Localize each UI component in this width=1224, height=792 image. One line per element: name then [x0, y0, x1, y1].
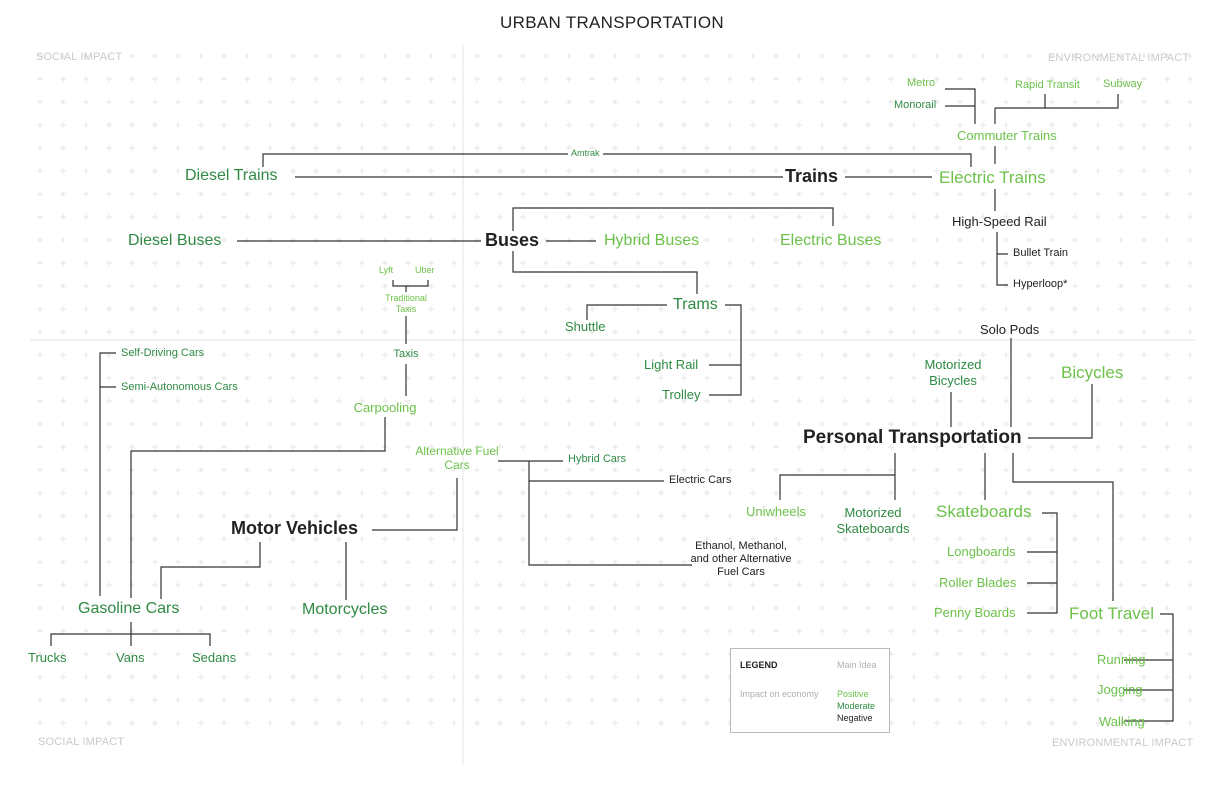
link-personal-foot [1012, 453, 1114, 601]
node-roller-blades: Roller Blades [939, 575, 1017, 590]
quadrant-label-environmental-top: ENVIRONMENTAL IMPACT [1048, 52, 1190, 64]
link-self-driving [99, 352, 116, 596]
node-personal-transportation: Personal Transportation [803, 427, 1022, 448]
node-trams: Trams [673, 296, 718, 313]
node-gasoline-cars: Gasoline Cars [78, 600, 180, 617]
diagram-title: URBAN TRANSPORTATION [500, 13, 724, 32]
node-ethanol-methanol-cars: Ethanol, Methanol, and other Alternative… [690, 540, 792, 579]
link-lyft-uber [392, 280, 429, 292]
node-lyft: Lyft [379, 265, 394, 275]
node-motorized-bicycles: Motorized Bicycles [924, 357, 982, 388]
quadrant-label-environmental-bottom: ENVIRONMENTAL IMPACT [1052, 737, 1194, 749]
node-hyperloop: Hyperloop* [1013, 278, 1068, 290]
node-traditional-taxis: Traditional Taxis [385, 293, 427, 314]
link-personal-uniwheels-mskate [779, 453, 896, 500]
node-motor-vehicles: Motor Vehicles [231, 518, 359, 538]
link-electric-buses [512, 207, 834, 231]
node-shuttle: Shuttle [565, 319, 606, 334]
link-carpooling-gasoline [130, 417, 386, 598]
link-foot-types [1124, 613, 1174, 722]
node-motorcycles: Motorcycles [302, 601, 388, 618]
node-hybrid-cars: Hybrid Cars [568, 453, 627, 465]
node-sedans: Sedans [192, 650, 237, 665]
node-running: Running [1097, 652, 1146, 667]
link-amtrak [262, 153, 972, 167]
node-light-rail: Light Rail [644, 357, 699, 372]
quadrant-label-social-top: SOCIAL IMPACT [36, 51, 123, 63]
node-jogging: Jogging [1097, 682, 1143, 697]
link-alt-fuel-cars [498, 460, 692, 566]
node-amtrak: Amtrak [568, 149, 603, 158]
node-longboards: Longboards [947, 544, 1016, 559]
node-monorail: Monorail [894, 99, 937, 111]
node-electric-cars: Electric Cars [669, 474, 732, 486]
node-rapid-transit: Rapid Transit [1015, 79, 1080, 91]
legend-negative: Negative [837, 713, 873, 723]
node-solo-pods: Solo Pods [980, 322, 1040, 337]
node-semi-autonomous-cars: Semi-Autonomous Cars [121, 381, 238, 393]
node-walking: Walking [1099, 714, 1145, 729]
node-commuter-trains: Commuter Trains [957, 128, 1057, 143]
link-buses-trams [512, 251, 698, 294]
node-uniwheels: Uniwheels [746, 504, 806, 519]
node-skateboards: Skateboards [936, 502, 1032, 521]
link-motor-alt-fuel [372, 478, 458, 531]
node-trolley: Trolley [662, 387, 701, 402]
node-carpooling: Carpooling [353, 400, 417, 415]
link-highspeed-bullet-hyperloop [996, 232, 1008, 286]
node-foot-travel: Foot Travel [1069, 604, 1155, 623]
node-motorized-skateboards: Motorized Skateboards [836, 505, 910, 536]
node-uber: Uber [415, 265, 435, 275]
node-electric-buses: Electric Buses [780, 232, 882, 249]
quadrant-label-social-bottom: SOCIAL IMPACT [38, 736, 125, 748]
node-taxis: Taxis [393, 348, 419, 360]
node-electric-trains: Electric Trains [939, 168, 1046, 187]
node-trucks: Trucks [28, 650, 67, 665]
link-skateboard-types [1027, 512, 1058, 614]
legend-moderate: Moderate [837, 701, 876, 711]
node-bullet-train: Bullet Train [1013, 247, 1069, 259]
node-bicycles: Bicycles [1061, 363, 1124, 382]
link-gasoline-types [50, 622, 211, 646]
node-penny-boards: Penny Boards [934, 605, 1016, 620]
node-metro: Metro [907, 77, 936, 89]
legend-main-idea: Main Idea [837, 660, 877, 670]
node-hybrid-buses: Hybrid Buses [604, 232, 700, 249]
node-self-driving-cars: Self-Driving Cars [121, 347, 205, 359]
node-alternative-fuel-cars: Alternative Fuel Cars [415, 444, 499, 473]
link-rapid-subway [994, 94, 1119, 124]
node-trains: Trains [785, 166, 839, 186]
legend-heading: LEGEND [740, 660, 778, 670]
node-vans: Vans [116, 650, 145, 665]
legend-box: LEGEND Main Idea Impact on economy Posit… [730, 648, 890, 733]
node-diesel-buses: Diesel Buses [128, 232, 222, 249]
legend-positive: Positive [837, 689, 869, 699]
node-diesel-trains: Diesel Trains [185, 167, 278, 184]
node-subway: Subway [1103, 78, 1143, 90]
link-motor-gasoline [160, 542, 261, 599]
link-metro-monorail [945, 88, 976, 124]
link-personal-bicycles [1028, 384, 1093, 439]
node-high-speed-rail: High-Speed Rail [952, 214, 1047, 229]
legend-impact-label: Impact on economy [740, 689, 819, 699]
link-trams-branches [586, 304, 742, 396]
node-buses: Buses [485, 230, 540, 250]
